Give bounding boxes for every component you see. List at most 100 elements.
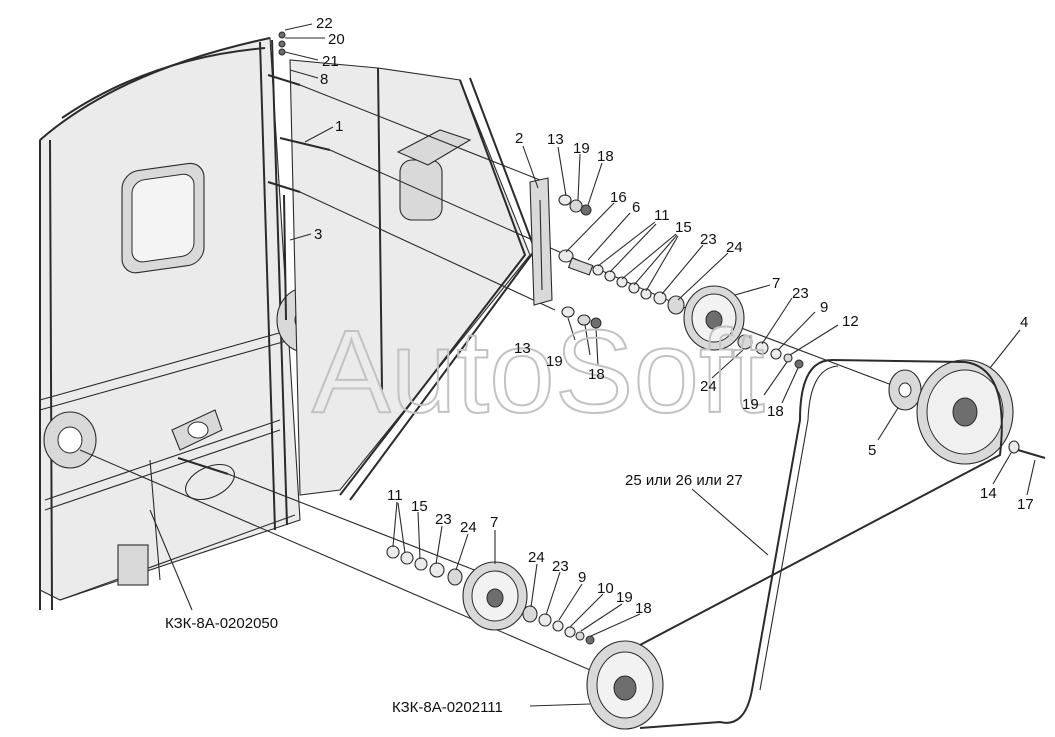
axis-line-bottom [79,449,591,671]
pin-21 [278,48,286,56]
callout-3: 3 [314,226,322,243]
leader-21 [284,51,319,61]
frame-crossbar-upper [39,329,291,401]
tensioner-bar [529,177,553,306]
lower-bearing-left-hole [57,426,83,454]
inspection-window-left-inner [131,173,195,263]
washer-11a [592,264,604,276]
leader-17 [1026,459,1036,496]
callout-13a: 13 [547,131,564,148]
nut-18c [794,359,804,369]
callout-9a: 9 [820,299,828,316]
bushing-6 [567,257,594,276]
leader-18c [781,367,799,404]
washer-19b [577,314,591,326]
leader-9a [777,311,816,351]
callout-18a: 18 [597,148,614,165]
callout-23c: 23 [435,511,452,528]
ring-23a [653,291,667,305]
nut-18a [580,204,592,216]
pulley-7b-hub [486,588,504,608]
callout-23a: 23 [700,231,717,248]
washer-11b [386,545,400,559]
callout-labels: 22 20 21 8 1 3 2 13 19 18 16 6 11 15 23 … [165,15,1034,716]
callout-19a: 19 [573,140,590,157]
washer-15a-4 [640,288,652,300]
callout-24b: 24 [700,378,717,395]
callout-7b: 7 [490,514,498,531]
callout-16: 16 [610,189,627,206]
callout-bottom-pulley-assembly: КЗК-8А-0202111 [392,699,503,716]
bottom-pulley-hub [613,675,637,701]
callout-24a: 24 [726,239,743,256]
ring-23d [538,613,552,627]
callout-14: 14 [980,485,997,502]
washer-15b-1 [400,551,414,565]
leader-24d [530,563,538,608]
side-panel-sheet [39,37,301,601]
leader-bottom-pulley [529,703,591,707]
pulley-4 [888,359,1046,465]
leader-11a-1 [597,221,656,267]
leader-13a [557,146,567,197]
callout-belt: 25 или 26 или 27 [625,472,743,489]
callout-20: 20 [328,31,345,48]
shaft-8 [267,74,301,86]
lower-opening [185,463,235,501]
hub-5-hole [898,382,912,398]
callout-1: 1 [335,118,343,135]
leader-1 [304,126,334,143]
callout-23b: 23 [792,285,809,302]
frame-crossbar-lower-b [44,429,281,511]
frame-brace [149,459,161,581]
leader-23d [545,571,561,616]
spacer-16 [558,249,574,263]
pulley-7a-hub [705,310,723,330]
callout-19d: 19 [616,589,633,606]
panel-top-edge [39,37,271,141]
axis-line-lower [299,191,556,311]
callout-15a: 15 [675,219,692,236]
leader-11b-2 [397,502,406,554]
callout-18d: 18 [635,600,652,617]
leader-23a [661,244,704,295]
washer-20 [278,40,286,48]
leader-16 [565,202,615,253]
pivot-bracket-hole [187,421,209,439]
bolt-17 [1017,449,1046,459]
upper-hardware [558,194,685,329]
leader-18d [590,613,641,637]
leader-9b [558,583,583,621]
callout-7a: 7 [772,275,780,292]
washer-13b [561,306,575,318]
callout-12: 12 [842,313,859,330]
leader-6 [587,212,631,261]
washer-9b [552,620,564,632]
leader-lines [149,23,1036,707]
panel-top-rib [61,47,266,119]
leader-belt [691,488,769,556]
leader-15a-1 [621,233,677,280]
leader-15b [417,511,421,560]
frame-bottom-rail [59,514,296,601]
callout-4: 4 [1020,314,1028,331]
axis-line-8 [299,84,541,181]
watermark: AutoSoft [312,306,765,438]
leader-23c [435,525,443,565]
axis-line-pivot [227,473,501,581]
leader-3 [289,233,312,241]
shaft-lower [267,181,301,193]
callout-13b: 13 [514,340,531,357]
callout-11a: 11 [654,207,670,224]
callout-24c: 24 [460,519,477,536]
bearing-24c [447,568,463,586]
belt-left-run [639,359,833,729]
leader-2 [522,145,539,189]
callout-18b: 18 [588,366,605,383]
washer-19d [575,631,585,641]
callout-5: 5 [868,442,876,459]
upper-pulley-hardware [737,334,804,369]
leader-15a-3 [645,235,679,292]
leader-24a [677,252,729,301]
